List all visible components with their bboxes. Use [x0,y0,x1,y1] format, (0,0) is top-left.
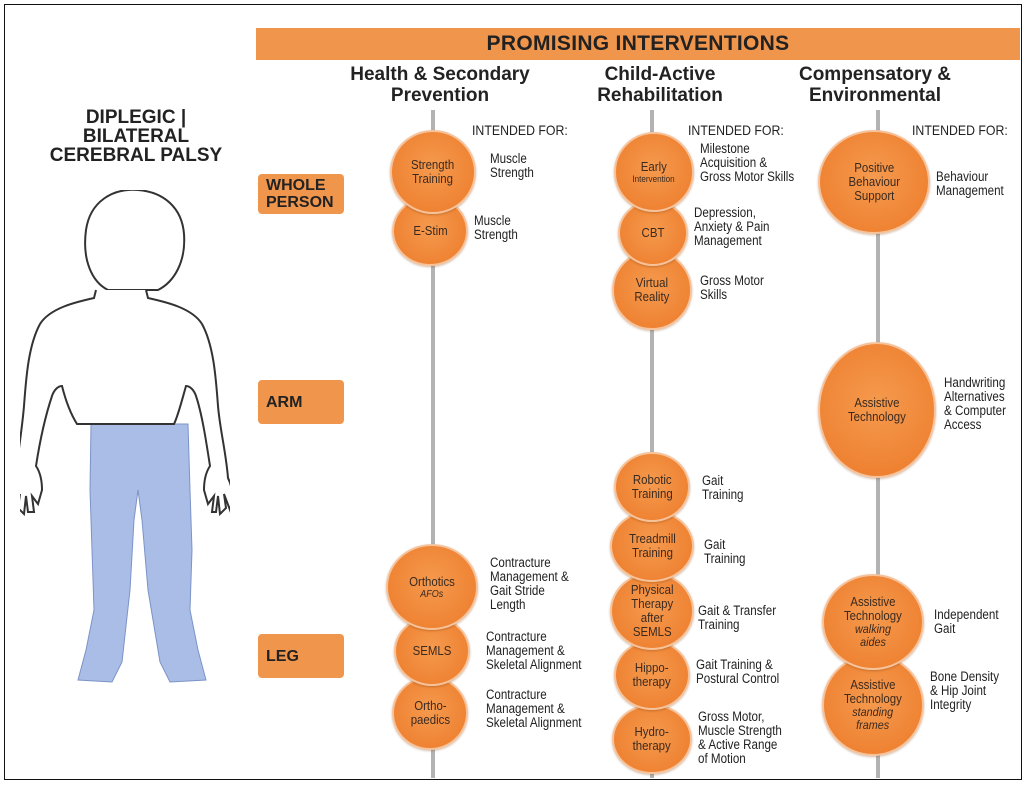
intervention-name: Early [640,158,668,174]
intervention-subname: walking aides [854,622,892,649]
banner: PROMISING INTERVENTIONS [256,28,1020,60]
intervention-name: Physical Therapy after SEMLS [630,582,674,639]
intervention-early-intervention: Early Intervention [614,132,694,212]
intervention-name: Robotic Training [631,472,673,501]
intervention-name: Assistive Technology [844,677,902,706]
target-orthopaedics: Contracture Management & Skeletal Alignm… [486,687,582,730]
intended-for-label: INTENDED FOR: [472,122,568,138]
intervention-name: Treadmill Training [628,531,676,560]
target-assistive-technology-walking: Independent Gait [934,607,999,636]
intervention-virtual-reality: Virtual Reality [612,250,692,330]
intervention-assistive-technology-arm: Assistive Technology [818,342,936,478]
target-virtual-reality: Gross Motor Skills [700,273,764,302]
intervention-subname: AFOs [420,588,444,600]
target-assistive-technology-arm: Handwriting Alternatives & Computer Acce… [944,375,1006,432]
intervention-orthopaedics: Ortho- paedics [392,676,468,750]
page-title: DIPLEGIC | BILATERAL CEREBRAL PALSY [49,107,223,166]
column-heading-compensatory: Compensatory & Environmental [798,64,952,106]
row-label-whole-person: WHOLE PERSON [258,174,344,214]
intervention-assistive-technology-standing: Assistive Technology standing frames [822,654,924,756]
column-heading-health: Health & Secondary Prevention [350,64,530,106]
target-estim: Muscle Strength [474,213,518,242]
target-early-intervention: Milestone Acquisition & Gross Motor Skil… [700,141,795,184]
intervention-robotic-training: Robotic Training [614,452,690,522]
target-cbt: Depression, Anxiety & Pain Management [694,205,770,248]
row-label-arm: ARM [258,380,344,424]
target-treadmill-training: Gait Training [704,537,746,566]
intervention-name: Orthotics [409,573,455,589]
legs-highlight [77,423,207,683]
banner-text: PROMISING INTERVENTIONS [486,32,790,55]
target-positive-behaviour-support: Behaviour Management [936,169,1004,198]
intervention-treadmill-training: Treadmill Training [610,510,694,582]
intervention-name: E-Stim [412,223,448,238]
row-label-leg: LEG [258,634,344,678]
intervention-name: Strength Training [411,157,455,186]
intervention-name: Assistive Technology [848,395,906,424]
target-strength-training: Muscle Strength [490,151,534,180]
target-orthotics: Contracture Management & Gait Stride Len… [490,555,569,612]
intervention-subname: Intervention [632,173,676,184]
intervention-name: Ortho- paedics [410,698,450,727]
child-body-figure [20,190,230,683]
intervention-positive-behaviour-support: Positive Behaviour Support [818,130,930,234]
intervention-name: CBT [641,225,665,240]
intervention-orthotics: Orthotics AFOs [386,544,478,630]
intervention-hydrotherapy: Hydro- therapy [612,704,692,774]
intended-for-label: INTENDED FOR: [688,122,784,138]
intervention-name: SEMLS [412,643,452,658]
column-heading-child-active: Child-Active Rehabilitation [597,64,723,106]
column-line-child-active [650,110,654,778]
head-outline [84,190,186,291]
intervention-name: Positive Behaviour Support [848,160,900,203]
intended-for-label: INTENDED FOR: [912,122,1008,138]
intervention-name: Hippo- therapy [632,660,672,689]
intervention-subname: standing frames [852,705,894,732]
torso-arms-outline [20,289,230,517]
intervention-assistive-technology-walking: Assistive Technology walking aides [822,574,924,670]
target-semls: Contracture Management & Skeletal Alignm… [486,629,582,672]
intervention-strength-training: Strength Training [390,130,476,214]
column-line-health [431,110,435,778]
intervention-hippotherapy: Hippo- therapy [614,640,690,710]
intervention-name: Assistive Technology [844,594,902,623]
target-hippotherapy: Gait Training & Postural Control [696,657,780,686]
diagram-frame [4,4,1022,780]
intervention-name: Virtual Reality [634,275,670,304]
target-assistive-technology-standing: Bone Density & Hip Joint Integrity [930,669,1000,712]
intervention-name: Hydro- therapy [632,724,672,753]
target-physical-therapy: Gait & Transfer Training [698,603,777,632]
target-robotic-training: Gait Training [702,473,744,502]
intervention-physical-therapy: Physical Therapy after SEMLS [610,572,694,650]
target-hydrotherapy: Gross Motor, Muscle Strength & Active Ra… [698,709,782,766]
